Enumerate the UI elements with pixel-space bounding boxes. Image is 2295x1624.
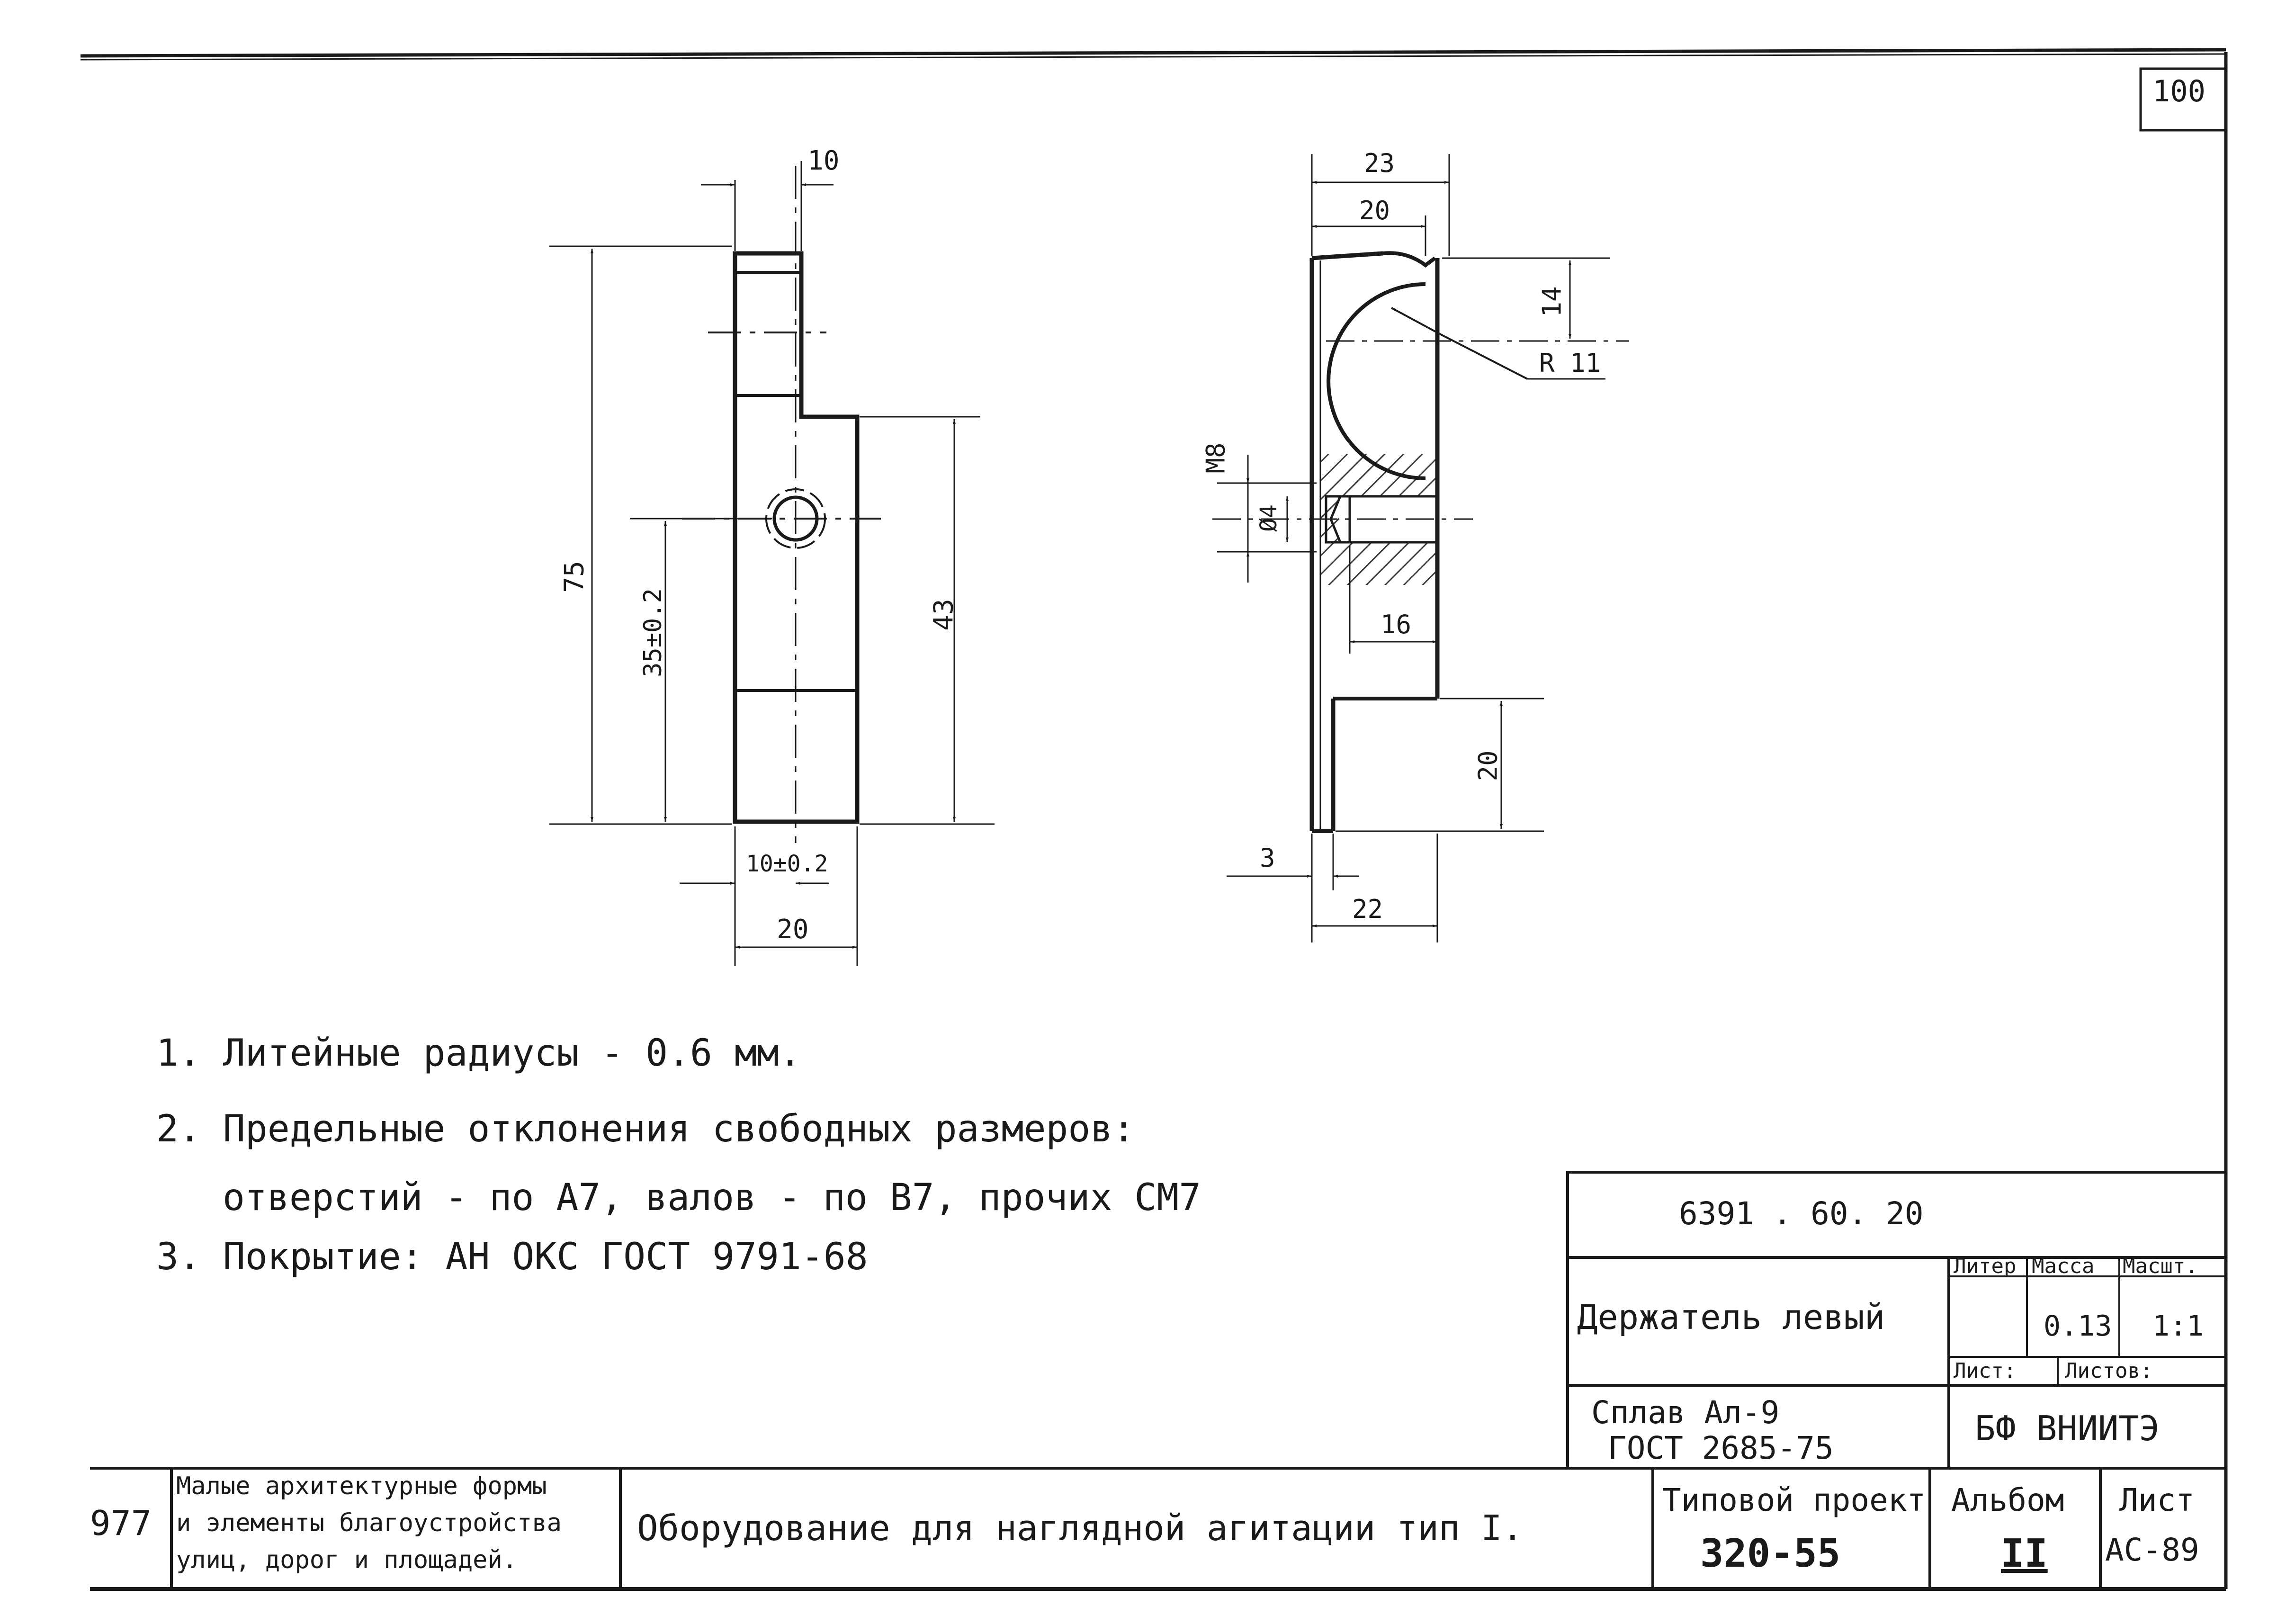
sheets-label: Листов: <box>2065 1359 2153 1383</box>
sheet-footer-number: АС-89 <box>2105 1532 2199 1568</box>
dim-side-hole-diameter: Ø4 <box>1255 504 1282 532</box>
dim-front-height-total: 75 <box>559 561 590 593</box>
material-line-2: ГОСТ 2685-75 <box>1608 1430 1834 1466</box>
category-line-2: и элементы благоустройства <box>176 1509 562 1537</box>
dim-side-wall: 3 <box>1260 843 1275 873</box>
archive-number: 977 <box>90 1503 152 1543</box>
sheet-label: Лист: <box>1954 1359 2017 1383</box>
note-1: 1. Литейные радиусы - 0.6 мм. <box>156 1032 801 1075</box>
album-number: II <box>2001 1531 2048 1576</box>
scale-label: Масшт. <box>2123 1254 2198 1278</box>
dim-side-thread-depth: 16 <box>1381 610 1412 639</box>
material-line-1: Сплав Ал-9 <box>1591 1394 1780 1431</box>
dim-front-lower-height: 43 <box>928 599 959 631</box>
drawing-frame <box>80 48 2228 1591</box>
page-number: 100 <box>2152 74 2205 108</box>
dim-side-thread: M8 <box>1201 442 1231 474</box>
dim-side-width-top: 23 <box>1364 148 1395 178</box>
sheet-footer-label: Лист <box>2119 1482 2195 1518</box>
mass-value: 0.13 <box>2044 1310 2112 1343</box>
project-number: 320-55 <box>1700 1531 1841 1576</box>
dim-side-width-inner: 20 <box>1359 196 1390 225</box>
mass-label: Масса <box>2032 1254 2095 1278</box>
dim-side-slot-height: 20 <box>1473 750 1503 781</box>
liter-label: Литер <box>1954 1254 2017 1278</box>
dim-front-bottom-width: 20 <box>777 914 809 945</box>
dim-side-width-bottom: 22 <box>1352 894 1383 924</box>
part-name: Держатель левый <box>1577 1297 1885 1337</box>
organization: БФ ВНИИТЭ <box>1975 1409 2160 1448</box>
note-2: 2. Предельные отклонения свободных разме… <box>156 1108 1135 1150</box>
category-line-3: улиц, дорог и площадей. <box>176 1546 518 1574</box>
dim-front-hole-offset: 10±0.2 <box>746 851 828 877</box>
album-label: Альбом <box>1951 1482 2064 1518</box>
category-line-1: Малые архитектурные формы <box>176 1472 547 1500</box>
dim-front-top-width: 10 <box>807 145 840 176</box>
dim-side-radius: R 11 <box>1539 348 1601 378</box>
note-3: 3. Покрытие: АН ОКС ГОСТ 9791-68 <box>156 1236 868 1278</box>
subject: Оборудование для наглядной агитации тип … <box>637 1508 1524 1549</box>
footer-frame <box>90 1467 2226 1589</box>
dim-front-hole-height: 35±0.2 <box>638 588 667 677</box>
front-view <box>549 161 995 966</box>
project-label: Типовой проект <box>1662 1482 1926 1518</box>
drawing-number: 6391 . 60. 20 <box>1679 1195 1924 1232</box>
dim-side-notch-depth: 14 <box>1537 286 1567 317</box>
side-view <box>1212 154 1629 942</box>
note-2-continuation: отверстий - по А7, валов - по В7, прочих… <box>223 1176 1201 1219</box>
scale-value: 1:1 <box>2152 1310 2204 1343</box>
